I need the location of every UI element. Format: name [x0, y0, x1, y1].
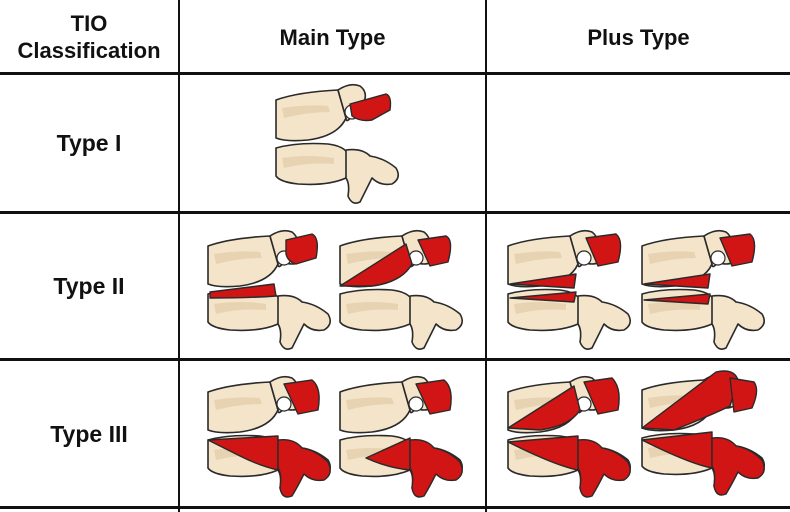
fracture-region — [415, 379, 452, 415]
row-label-type-i: Type I — [56, 130, 122, 156]
grid-line-table-bottom — [0, 506, 790, 509]
fracture-region — [209, 283, 277, 299]
fracture-region — [207, 435, 279, 471]
vertebra-illustration-type-iii-plus-a — [507, 375, 632, 498]
vertebra-illustration-type-ii-plus-b — [641, 229, 766, 350]
fracture-region — [643, 293, 711, 305]
vertebra-illustration-type-iii-main-a — [207, 375, 332, 498]
fracture-region — [277, 438, 331, 498]
vertebra-illustration-type-iii-plus-b — [641, 370, 766, 496]
vertebra-illustration-type-ii-main-a — [207, 229, 332, 350]
fracture-region — [585, 233, 622, 267]
fracture-region — [583, 377, 620, 415]
grid-line-col-1-right — [178, 0, 180, 512]
header-main-type: Main Type — [279, 24, 386, 50]
row-label-type-iii: Type III — [50, 420, 128, 447]
vertebra-illustration-type-i-main — [275, 83, 400, 204]
fracture-region — [641, 431, 713, 469]
fracture-region — [349, 93, 392, 122]
vertebra-illustration-type-ii-main-b — [339, 229, 464, 350]
vertebra-illustration-type-ii-plus-a — [507, 229, 632, 350]
grid-line-header-bottom — [0, 72, 790, 75]
fracture-region — [719, 233, 756, 267]
vertebra-illustration-type-iii-main-b — [339, 375, 464, 498]
fracture-region — [283, 379, 320, 415]
header-classification: TIO Classification — [17, 11, 161, 63]
fracture-region — [365, 437, 411, 471]
fracture-region — [507, 385, 581, 431]
fracture-region — [509, 291, 577, 303]
grid-line-row-1-bottom — [0, 211, 790, 214]
fracture-region — [409, 438, 463, 498]
fracture-region — [577, 438, 631, 498]
fracture-region — [711, 436, 765, 496]
fracture-region — [729, 377, 758, 413]
fracture-region — [509, 273, 577, 289]
fracture-region — [417, 235, 452, 267]
fracture-region — [643, 273, 711, 289]
fracture-region — [507, 435, 579, 471]
header-plus-type: Plus Type — [587, 24, 690, 50]
fracture-region — [339, 243, 413, 287]
row-label-type-ii: Type II — [53, 273, 125, 299]
grid-line-row-2-bottom — [0, 358, 790, 361]
fracture-region — [285, 233, 319, 265]
grid-line-col-2-right — [485, 0, 487, 512]
